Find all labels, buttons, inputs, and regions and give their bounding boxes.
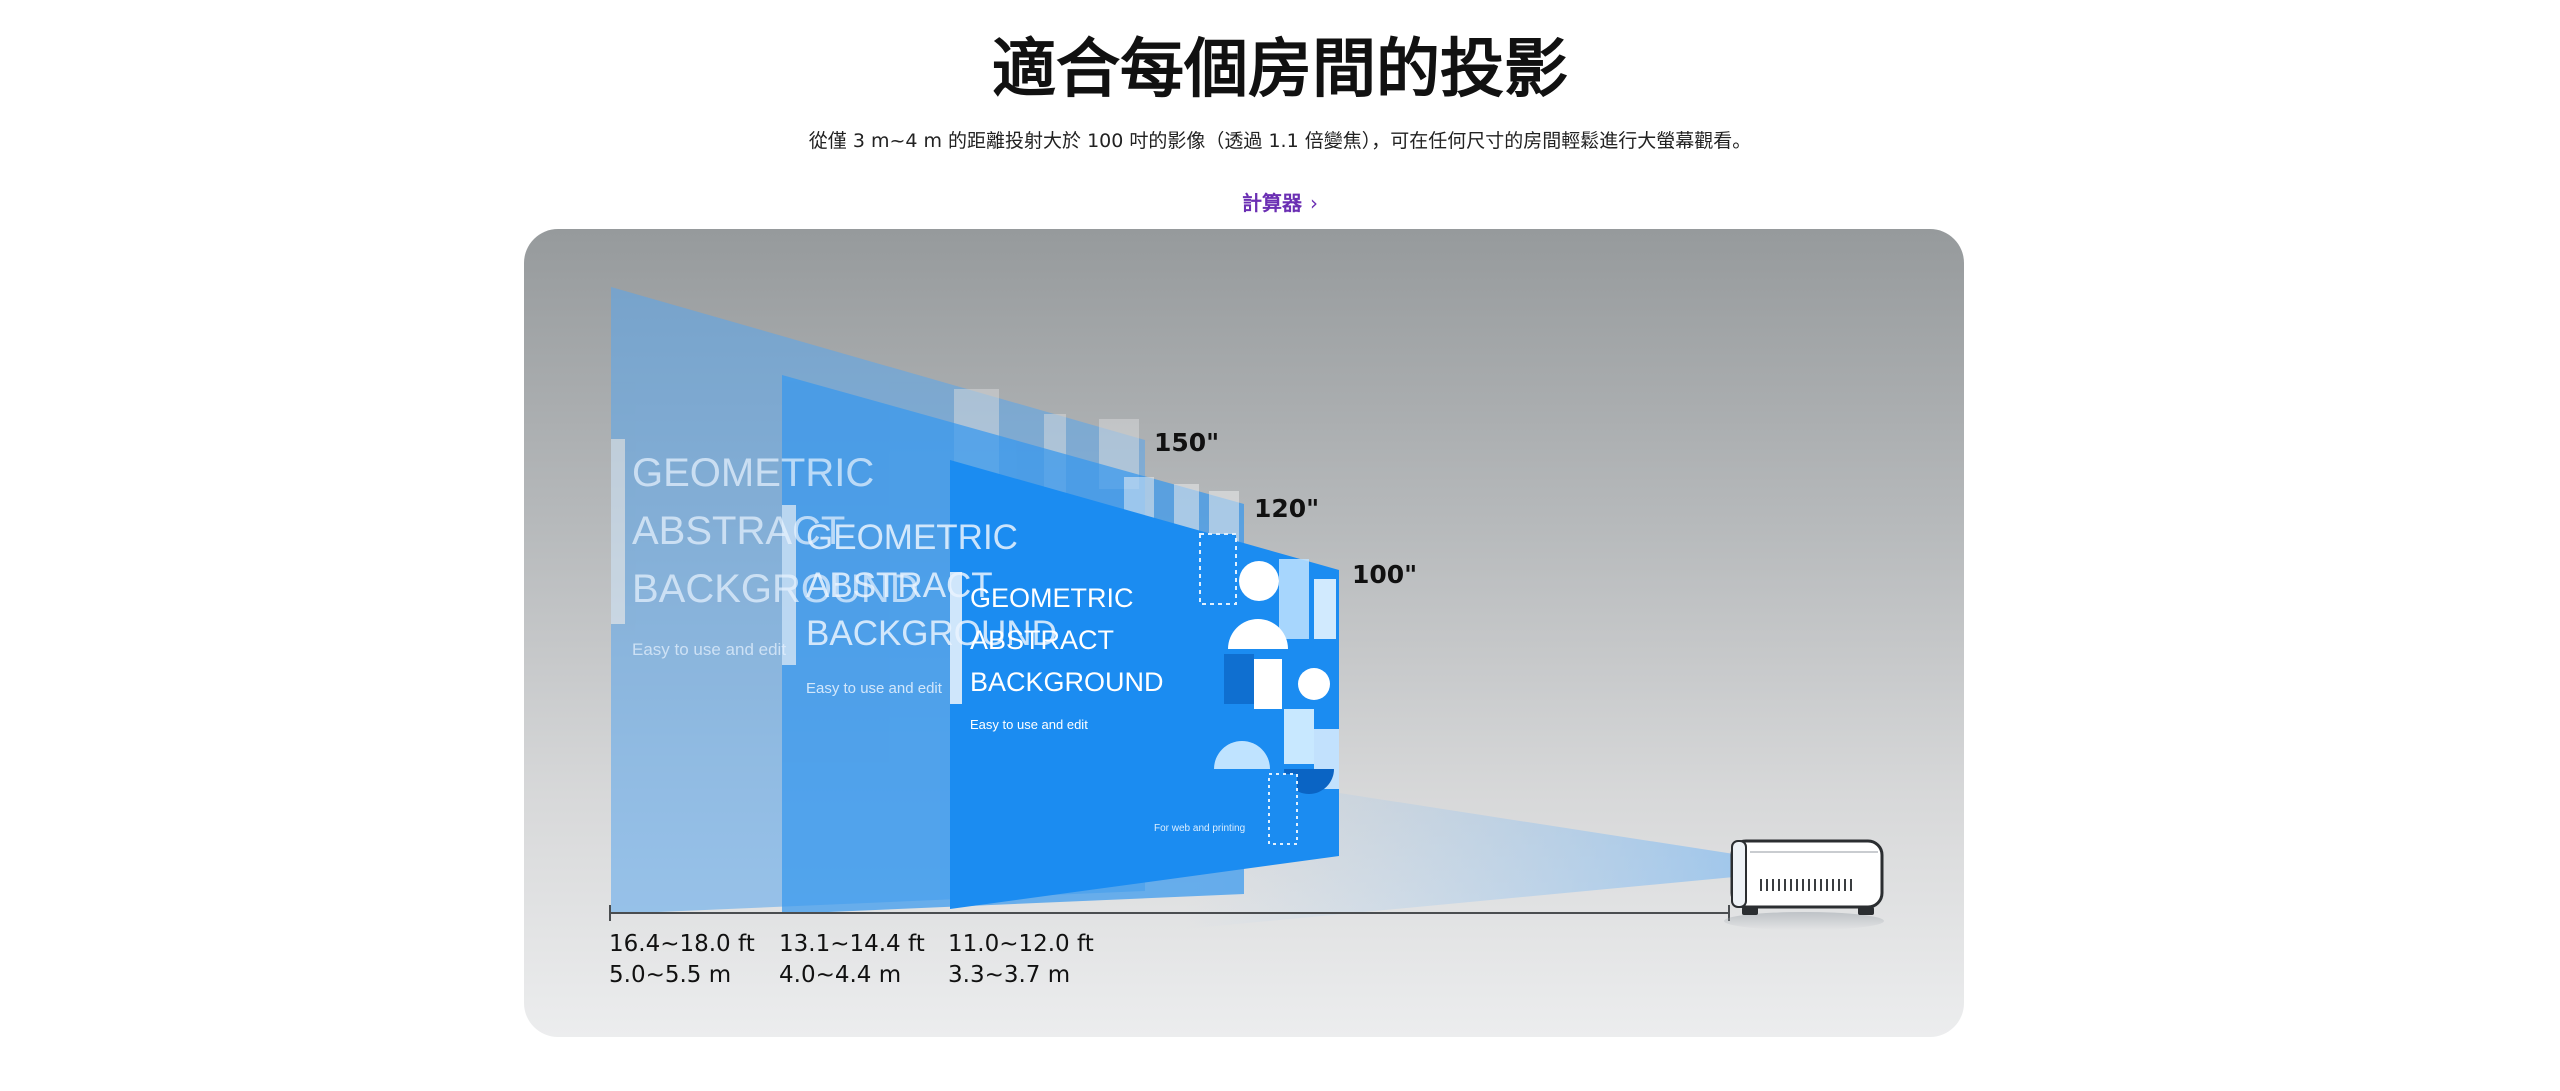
chevron-right-icon: ›	[1310, 191, 1318, 215]
page-subtitle: 從僅 3 m~4 m 的距離投射大於 100 吋的影像（透過 1.1 倍變焦），…	[808, 130, 1752, 152]
projection-distance-illustration: GEOMETRIC ABSTRACT BACKGROUND Easy to us…	[524, 229, 1964, 1037]
slide-title-line: ABSTRACT	[970, 625, 1115, 655]
distance-m: 3.3~3.7 m	[948, 962, 1071, 988]
geometric-pattern	[1199, 533, 1339, 845]
calculator-link[interactable]: 計算器 ›	[0, 188, 2560, 218]
slide-title-line: BACKGROUND	[806, 614, 1057, 653]
distance-ft: 11.0~12.0 ft	[948, 931, 1094, 957]
slide-150-text: GEOMETRIC ABSTRACT BACKGROUND Easy to us…	[632, 444, 919, 660]
slide-title-line: GEOMETRIC	[806, 518, 1018, 557]
screen-100	[950, 460, 1339, 909]
slide-title-line: ABSTRACT	[632, 509, 846, 553]
screen-size-label-100: 100"	[1352, 560, 1418, 589]
distance-120: 13.1~14.4 ft 4.0~4.4 m	[779, 929, 925, 991]
slide-title-line: ABSTRACT	[806, 566, 993, 605]
slide-title-line: GEOMETRIC	[632, 451, 875, 495]
distance-ft: 16.4~18.0 ft	[609, 931, 755, 957]
distance-ft: 13.1~14.4 ft	[779, 931, 925, 957]
slide-100-text: GEOMETRIC ABSTRACT BACKGROUND Easy to us…	[970, 577, 1164, 732]
slide-title-line: BACKGROUND	[970, 667, 1164, 697]
distance-150: 16.4~18.0 ft 5.0~5.5 m	[609, 929, 755, 991]
calculator-link-label[interactable]: 計算器	[1242, 191, 1302, 215]
projector-icon	[1724, 839, 1884, 930]
slide-footer: For web and printing	[1154, 823, 1246, 834]
slide-title-line: BACKGROUND	[632, 567, 919, 611]
slide-caption: Easy to use and edit	[970, 717, 1088, 732]
slide-title-line: GEOMETRIC	[970, 583, 1134, 613]
page-title: 適合每個房間的投影	[992, 33, 1568, 107]
distance-m: 4.0~4.4 m	[779, 962, 902, 988]
distance-100: 11.0~12.0 ft 3.3~3.7 m	[948, 929, 1094, 991]
screen-size-label-120: 120"	[1254, 494, 1320, 523]
slide-caption: Easy to use and edit	[632, 640, 787, 659]
screen-size-label-150: 150"	[1154, 428, 1220, 457]
slide-caption: Easy to use and edit	[806, 680, 942, 697]
distance-m: 5.0~5.5 m	[609, 962, 732, 988]
slide-120-text: GEOMETRIC ABSTRACT BACKGROUND Easy to us…	[806, 514, 1057, 697]
